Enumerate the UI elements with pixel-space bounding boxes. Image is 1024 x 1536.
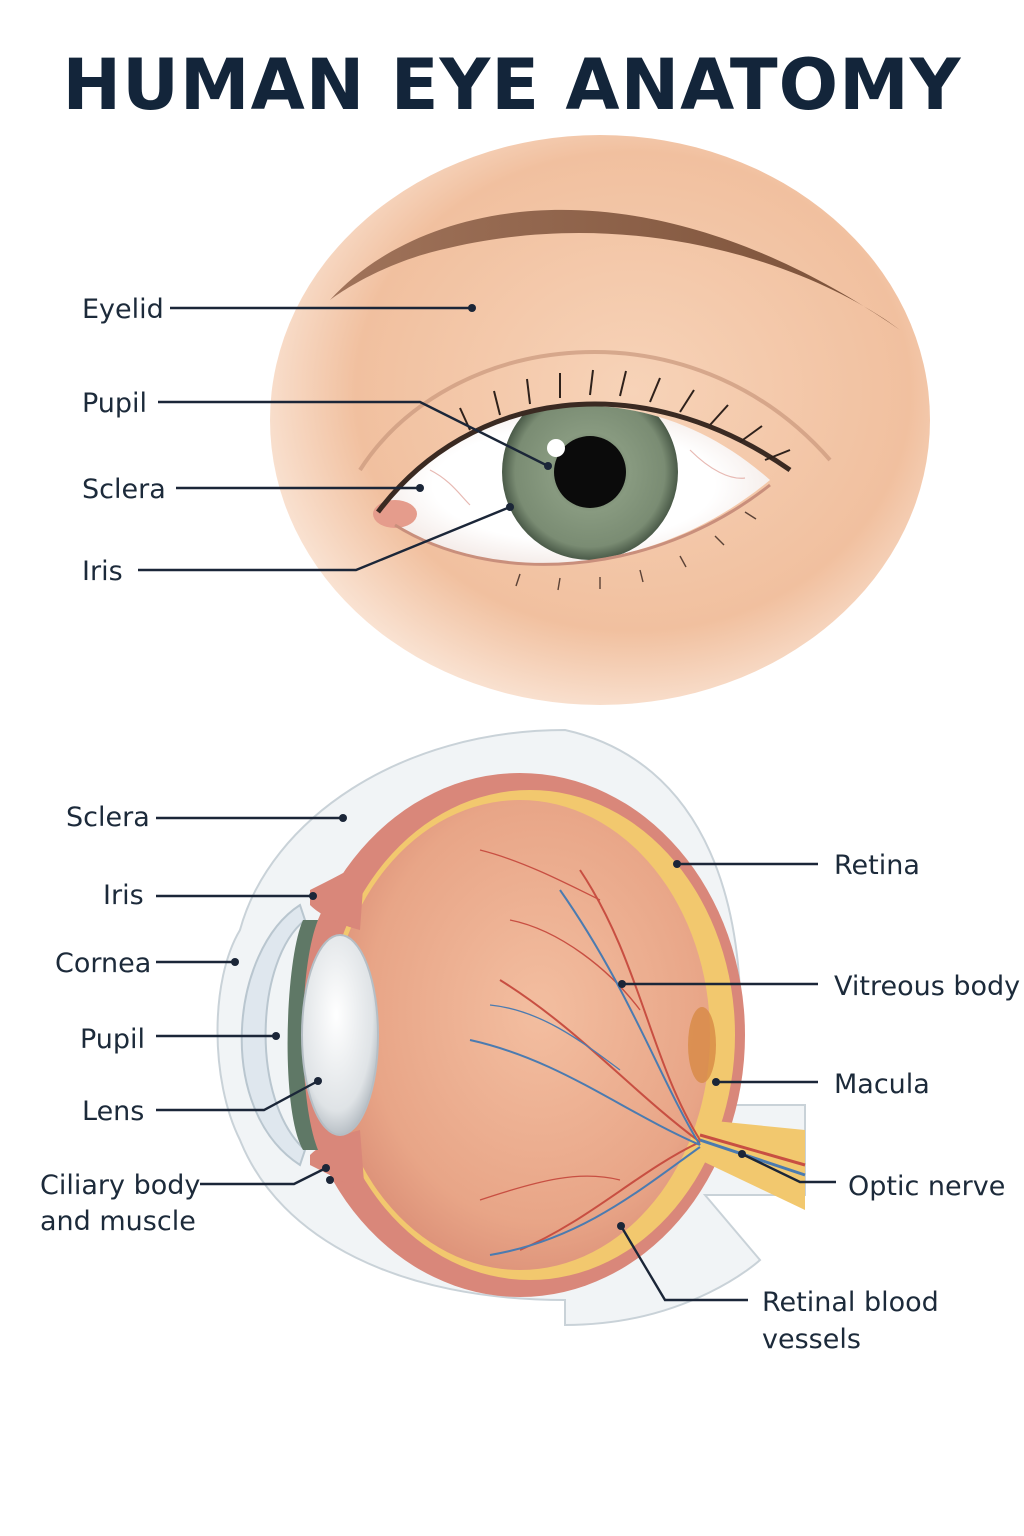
label-cornea: Cornea xyxy=(55,948,151,979)
label-macula: Macula xyxy=(834,1069,930,1100)
label-lens: Lens xyxy=(82,1096,144,1127)
cornea-shape xyxy=(240,903,307,1167)
upper-lash-line xyxy=(376,401,792,514)
leader-iris-external xyxy=(138,505,511,572)
cross-section-labels-left: Sclera Iris Cornea Pupil Lens Ciliary bo… xyxy=(40,802,347,1237)
label-vessels-line1: Retinal blood xyxy=(762,1287,939,1318)
label-sclera: Sclera xyxy=(66,802,150,833)
tear-duct xyxy=(373,500,417,528)
lower-lashes xyxy=(515,511,757,591)
ciliary-body-lower xyxy=(310,1130,365,1195)
pupil-external xyxy=(554,436,626,508)
optic-nerve-shape xyxy=(700,1120,805,1210)
cross-section-labels-right: Retina Vitreous body Macula Optic nerve … xyxy=(617,850,1020,1355)
label-optic-nerve: Optic nerve xyxy=(848,1171,1005,1202)
label-pupil: Pupil xyxy=(80,1024,145,1055)
label-ciliary-line1: Ciliary body xyxy=(40,1170,200,1201)
label-vitreous: Vitreous body xyxy=(834,971,1020,1002)
lower-lid-line xyxy=(394,483,771,566)
retinal-vessels xyxy=(469,849,701,1256)
label-retina: Retina xyxy=(834,850,920,881)
cross-section-illustration xyxy=(216,728,806,1327)
macula-spot xyxy=(688,1007,716,1083)
label-ciliary-line2: and muscle xyxy=(40,1206,196,1237)
label-iris: Iris xyxy=(103,880,144,911)
label-vessels-line2: vessels xyxy=(762,1324,861,1355)
label-pupil-external: Pupil xyxy=(82,388,147,419)
leader-optic-nerve xyxy=(741,1152,836,1184)
ciliary-body-upper xyxy=(310,860,365,930)
leader-ciliary xyxy=(200,1166,327,1186)
eyebrow xyxy=(330,209,900,330)
leader-pupil-external xyxy=(158,400,549,468)
vitreous-body xyxy=(330,800,710,1270)
eyelashes xyxy=(459,369,791,461)
external-labels: Eyelid Pupil Sclera Iris xyxy=(82,294,552,587)
external-eye-illustration xyxy=(270,135,930,705)
leader-lens xyxy=(156,1079,319,1112)
pupil-highlight xyxy=(547,439,565,457)
lens-shape xyxy=(301,934,379,1136)
label-sclera-external: Sclera xyxy=(82,474,166,505)
eyelid-crease xyxy=(358,350,832,472)
label-eyelid: Eyelid xyxy=(82,294,164,325)
label-iris-external: Iris xyxy=(82,556,123,587)
leader-vessels xyxy=(619,1225,748,1302)
page-title: HUMAN EYE ANATOMY xyxy=(62,44,962,126)
